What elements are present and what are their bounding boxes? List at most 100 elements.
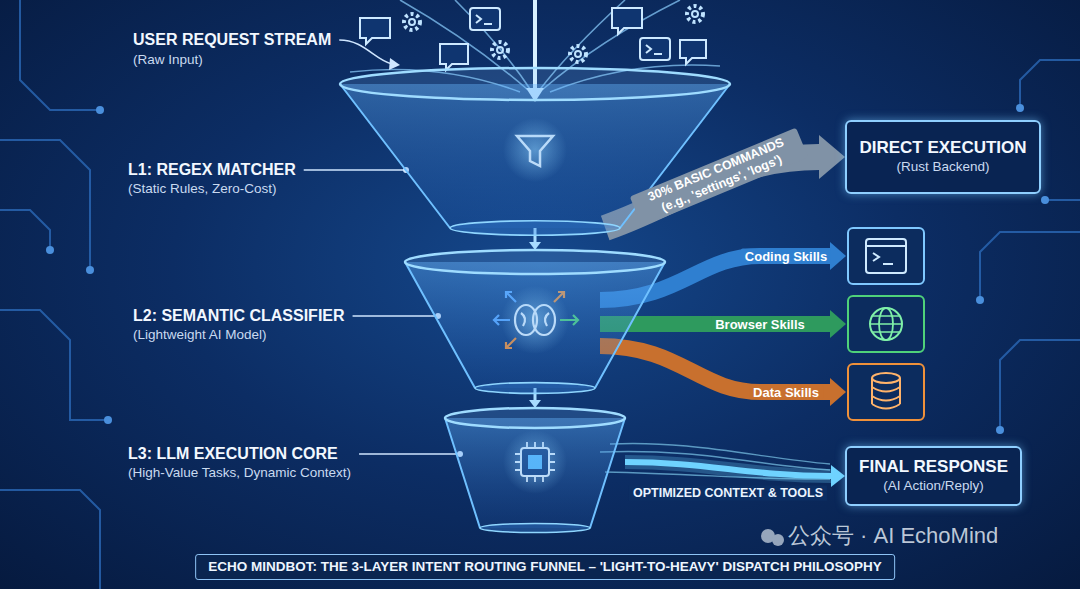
database-box — [848, 364, 924, 420]
skill-box — [848, 364, 924, 420]
funnel-outline — [405, 250, 665, 388]
skill-label: Coding Skills — [741, 249, 831, 264]
gear-icon — [570, 46, 586, 62]
trace-dot — [104, 416, 112, 424]
trace — [20, 0, 100, 110]
trace-dot — [1041, 196, 1049, 204]
funnel-rim — [405, 250, 665, 274]
terminal-window — [866, 239, 906, 273]
tier-description: (High-Value Tasks, Dynamic Context) — [128, 464, 351, 482]
funnel-neck — [475, 383, 595, 394]
gear-icon — [404, 14, 420, 30]
globe-parallels — [870, 316, 902, 332]
terminal-icon — [640, 38, 670, 60]
chat-icon — [680, 40, 706, 64]
gear-icons — [404, 6, 703, 62]
terminal-prompt — [476, 15, 492, 24]
tier-description: (Static Rules, Zero-Cost) — [128, 180, 296, 198]
leader-line — [359, 453, 458, 455]
globe-box — [848, 296, 924, 352]
connector-arrowhead — [831, 465, 845, 487]
tier-name: L2: SEMANTIC CLASSIFIER — [133, 306, 345, 326]
gear-hub — [409, 19, 415, 25]
funnel-side — [405, 262, 665, 388]
caption-banner: ECHO MINDBOT: THE 3-LAYER INTENT ROUTING… — [195, 554, 895, 580]
db-top — [872, 373, 900, 383]
trace — [0, 490, 100, 589]
trace — [1045, 199, 1080, 201]
globe-outline — [870, 308, 902, 340]
target-box: DIRECT EXECUTION(Rust Backend) — [845, 120, 1041, 194]
funnel-tier: L2: SEMANTIC CLASSIFIER(Lightweight AI M… — [405, 250, 665, 388]
funnel-body — [405, 262, 665, 388]
target-box: FINAL RESPONSE(AI Action/Reply) — [845, 446, 1022, 506]
tier-name: L3: LLM EXECUTION CORE — [128, 444, 351, 464]
tier-label: L2: SEMANTIC CLASSIFIER(Lightweight AI M… — [133, 306, 345, 344]
funnel-tier: L3: LLM EXECUTION CORE(High-Value Tasks,… — [445, 408, 625, 528]
coding-arrowhead — [830, 242, 846, 270]
trace-dot — [96, 106, 104, 114]
terminal-box — [848, 228, 924, 284]
gear-hub — [692, 11, 698, 17]
box-title: DIRECT EXECUTION — [859, 138, 1026, 158]
funnel-neck — [450, 221, 620, 235]
leader-line — [353, 315, 436, 317]
watermark: 公众号 · AI EchoMind — [788, 523, 998, 549]
leader-arrowhead — [389, 58, 400, 70]
skill-box — [848, 296, 924, 352]
funnel-rim — [445, 408, 625, 428]
connector-glow — [625, 462, 831, 476]
funnel-neck — [480, 524, 590, 533]
trace-dot — [976, 296, 984, 304]
gear-hub — [497, 47, 503, 53]
funnel-rim — [340, 68, 730, 100]
watermark-bubble — [772, 534, 784, 546]
tier-label: L1: REGEX MATCHER(Static Rules, Zero-Cos… — [128, 160, 296, 198]
tier-name: L1: REGEX MATCHER — [128, 160, 296, 180]
terminal-prompt — [646, 45, 662, 54]
browser-arrowhead — [830, 310, 846, 338]
connector-line — [625, 462, 831, 476]
skill-label: Browser Skills — [711, 317, 809, 332]
connector-label: OPTIMIZED CONTEXT & TOOLS — [629, 486, 827, 501]
chat-icon — [612, 8, 642, 34]
trace — [1000, 340, 1080, 430]
leader-line — [339, 40, 392, 64]
skill-label: Data Skills — [749, 385, 823, 400]
box-subtitle: (AI Action/Reply) — [883, 477, 984, 495]
trace-dot — [46, 246, 54, 254]
leader-line — [304, 169, 404, 171]
chat-icon — [360, 18, 390, 44]
gear-hub — [575, 51, 581, 57]
skill-box — [848, 228, 924, 284]
tier-label: L3: LLM EXECUTION CORE(High-Value Tasks,… — [128, 444, 351, 482]
trace — [1020, 60, 1080, 108]
box-subtitle: (Rust Backend) — [896, 158, 989, 176]
trace-dot — [1016, 104, 1024, 112]
box-title: FINAL RESPONSE — [859, 457, 1008, 477]
trace-dot — [86, 266, 94, 274]
trace — [0, 210, 50, 250]
funnel-outline — [445, 408, 625, 528]
stream-title: USER REQUEST STREAM — [133, 30, 331, 50]
terminal-prompt — [866, 246, 906, 264]
gear-icon — [492, 42, 508, 58]
connector-arrowhead — [819, 135, 845, 179]
trace-dot — [996, 426, 1004, 434]
chat-icon — [440, 44, 468, 70]
gear-icon — [687, 6, 703, 22]
trace — [0, 310, 108, 420]
terminal-icon — [470, 8, 500, 30]
connector — [625, 462, 845, 487]
flow-streaks — [600, 443, 830, 479]
trace — [0, 140, 90, 270]
stream-subtitle: (Raw Input) — [133, 51, 203, 69]
watermark-icon — [761, 529, 784, 546]
data-arrowhead — [830, 378, 846, 406]
tier-description: (Lightweight AI Model) — [133, 326, 345, 344]
funnel-body — [445, 418, 625, 528]
funnel-side — [445, 418, 625, 528]
trace — [980, 232, 1080, 300]
